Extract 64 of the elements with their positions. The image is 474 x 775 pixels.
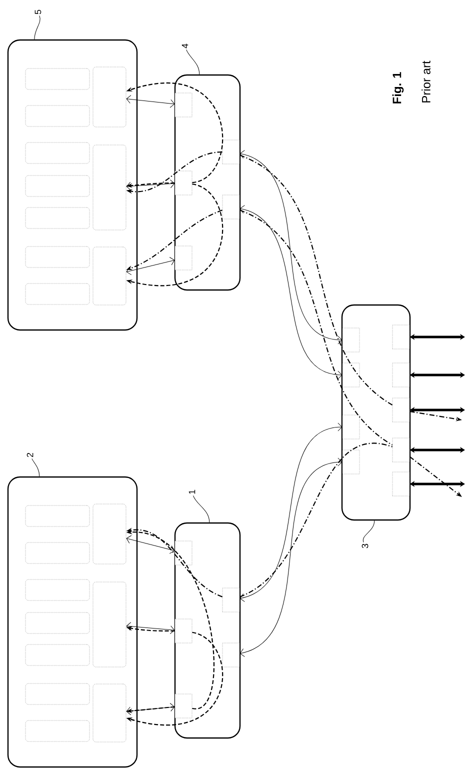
port-box: [342, 414, 360, 440]
module-box: [25, 505, 90, 527]
reference-number: 1: [188, 490, 196, 494]
reference-number: 2: [26, 452, 34, 458]
arrow: [126, 180, 175, 190]
leader-line: [186, 49, 200, 75]
port-box: [392, 472, 410, 496]
arrow: [240, 205, 342, 380]
arrow: [240, 458, 342, 657]
module-box: [92, 582, 126, 668]
port-box: [174, 170, 192, 196]
module-box: [25, 142, 90, 164]
port-box: [174, 92, 192, 118]
port-box: [342, 362, 360, 388]
module-box: [25, 542, 90, 564]
arrow: [126, 535, 175, 554]
port-box: [342, 450, 360, 474]
port-box: [392, 324, 410, 350]
port-box: [222, 194, 240, 220]
port-box: [392, 438, 410, 462]
arrow: [126, 95, 175, 108]
figure-label: Fig. 1: [392, 72, 404, 104]
port-box: [222, 642, 240, 668]
leader-line: [362, 520, 375, 543]
module-box: [25, 246, 90, 268]
module-box: [92, 144, 126, 230]
figure-note: Prior art: [422, 60, 430, 102]
module-box: [92, 504, 126, 564]
leader-line: [34, 15, 40, 40]
module-box: [25, 579, 90, 601]
arrow: [126, 622, 175, 634]
connector-line: [239, 442, 392, 598]
module-box: [25, 105, 90, 127]
module-box: [25, 720, 90, 742]
port-box: [174, 694, 192, 718]
module-box: [25, 283, 90, 305]
module-box: [25, 68, 90, 90]
port-box: [342, 328, 360, 352]
reference-number: 3: [362, 544, 368, 548]
leader-line: [192, 495, 210, 523]
port-box: [174, 246, 192, 270]
module-box: [25, 644, 90, 666]
connector-line: [239, 210, 393, 446]
module-box: [92, 66, 126, 128]
port-box: [222, 140, 240, 164]
reference-number: 5: [34, 10, 42, 14]
port-box: [392, 362, 410, 388]
reference-number: 4: [182, 44, 188, 48]
module-box: [92, 684, 126, 742]
leader-line: [32, 458, 40, 477]
module-box: [25, 175, 90, 197]
module-box: [92, 246, 126, 306]
arrow: [240, 150, 342, 344]
port-box: [392, 398, 410, 422]
module-box: [25, 683, 90, 705]
module-box: [25, 612, 90, 634]
port-box: [222, 588, 240, 612]
module-box: [25, 207, 90, 229]
arrow: [126, 703, 175, 716]
arrow: [126, 257, 175, 276]
port-box: [174, 618, 192, 644]
connector-line: [239, 154, 393, 406]
port-box: [174, 540, 192, 566]
arrow: [240, 422, 342, 602]
